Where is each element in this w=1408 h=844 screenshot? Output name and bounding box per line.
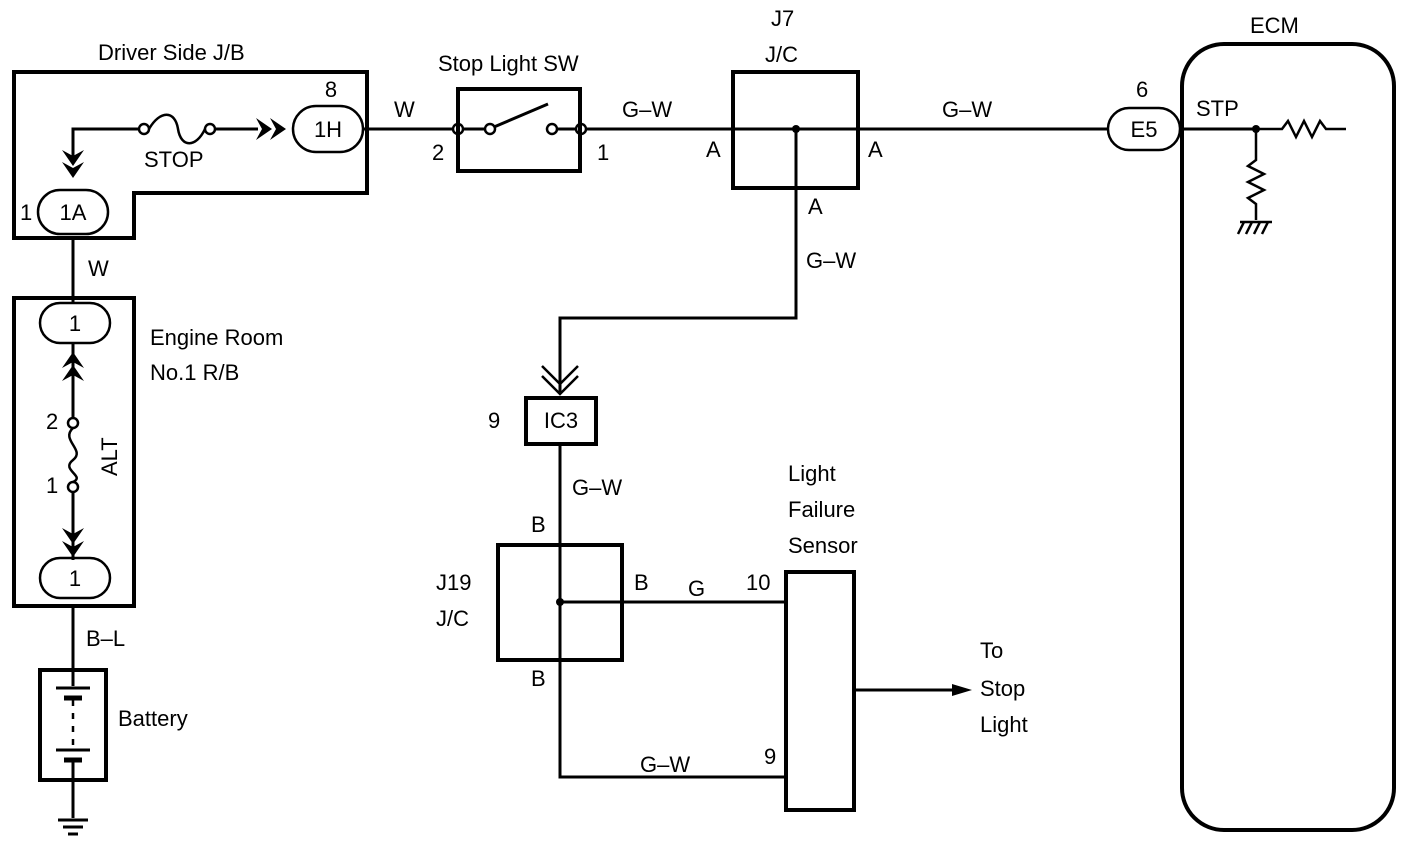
arrow-right-icon bbox=[952, 684, 972, 696]
ecm-connector-pin: 6 bbox=[1136, 77, 1148, 102]
ecm-terminal-stp: STP bbox=[1196, 96, 1239, 121]
stop-light-sw-pin-2: 2 bbox=[432, 140, 444, 165]
j7-subtitle: J/C bbox=[765, 42, 798, 67]
j19-pin-right: B bbox=[634, 570, 649, 595]
ic3-connector: IC3 9 bbox=[488, 396, 598, 446]
ic3-pin: 9 bbox=[488, 408, 500, 433]
stop-fuse-label: STOP bbox=[144, 147, 204, 172]
wire-color-gw-3: G–W bbox=[806, 248, 856, 273]
rb-connector-bottom bbox=[38, 556, 112, 600]
connector-arrow-icon bbox=[541, 365, 579, 396]
stop-light-switch: Stop Light SW 2 1 bbox=[432, 51, 609, 173]
j19-pin-bottom: B bbox=[531, 666, 546, 691]
wire-color-gw-5: G–W bbox=[640, 752, 690, 777]
j7-pin-bottom: A bbox=[808, 194, 823, 219]
j7-junction-connector: J7 J/C A A A bbox=[706, 6, 883, 219]
driver-jb-title: Driver Side J/B bbox=[98, 40, 245, 65]
engine-room-relay-block: Engine Room No.1 R/B 1 2 1 ALT 1 bbox=[12, 296, 283, 608]
j19-junction-connector: B B B J19 J/C bbox=[436, 512, 649, 691]
sensor-title-2: Failure bbox=[788, 497, 855, 522]
connector-1h-pin: 8 bbox=[325, 77, 337, 102]
resistor-icon bbox=[1256, 118, 1346, 140]
battery-label: Battery bbox=[118, 706, 188, 731]
wire-color-w-1: W bbox=[88, 256, 109, 281]
ecm-module: ECM E5 6 STP bbox=[1106, 13, 1396, 832]
sensor-pin-10: 10 bbox=[746, 570, 770, 595]
light-failure-sensor: Light Failure Sensor 10 9 bbox=[746, 461, 858, 812]
alt-fuse-pin-2: 2 bbox=[46, 409, 58, 434]
wire-color-w-2: W bbox=[394, 97, 415, 122]
j19-title: J19 bbox=[436, 570, 471, 595]
ground-icon bbox=[1236, 220, 1272, 235]
wire-color-g: G bbox=[688, 576, 705, 601]
j19-pin-top: B bbox=[531, 512, 546, 537]
wire-color-gw-2: G–W bbox=[942, 97, 992, 122]
sensor-pin-9: 9 bbox=[764, 744, 776, 769]
connector-1a bbox=[36, 188, 110, 236]
engine-room-title-2: No.1 R/B bbox=[150, 360, 239, 385]
wire-color-gw-1: G–W bbox=[622, 97, 672, 122]
j19-subtitle: J/C bbox=[436, 606, 469, 631]
alt-fuse-pin-1: 1 bbox=[46, 473, 58, 498]
ecm-title: ECM bbox=[1250, 13, 1299, 38]
alt-fuse-label: ALT bbox=[97, 437, 122, 476]
sensor-title-3: Sensor bbox=[788, 533, 858, 558]
resistor-icon bbox=[1245, 129, 1267, 220]
j7-title: J7 bbox=[771, 6, 794, 31]
sensor-title-1: Light bbox=[788, 461, 836, 486]
connector-arrow-icon bbox=[62, 528, 84, 557]
rb-connector-top bbox=[38, 301, 112, 345]
connector-arrow-icon bbox=[256, 118, 286, 140]
to-stop-light-2: Stop bbox=[980, 676, 1025, 701]
battery-icon bbox=[38, 668, 108, 782]
connector-arrow-icon bbox=[62, 150, 84, 178]
ecm-connector-label: E5 bbox=[1131, 117, 1158, 142]
engine-room-title-1: Engine Room bbox=[150, 325, 283, 350]
connector-arrow-icon bbox=[62, 352, 84, 381]
to-stop-light-1: To bbox=[980, 638, 1003, 663]
driver-side-junction-block: Driver Side J/B STOP 1H 8 1A 1 bbox=[12, 40, 369, 240]
connector-1h-label: 1H bbox=[314, 117, 342, 142]
stop-light-sw-title: Stop Light SW bbox=[438, 51, 579, 76]
ground-icon bbox=[58, 780, 88, 836]
rb-connector-top-label: 1 bbox=[69, 311, 81, 336]
stop-light-sw-pin-1: 1 bbox=[597, 140, 609, 165]
ic3-label: IC3 bbox=[544, 408, 578, 433]
j7-pin-left: A bbox=[706, 137, 721, 162]
rb-connector-bottom-label: 1 bbox=[69, 566, 81, 591]
wire-color-gw-4: G–W bbox=[572, 475, 622, 500]
j7-pin-right: A bbox=[868, 137, 883, 162]
connector-1a-pin: 1 bbox=[20, 200, 32, 225]
wire-color-b-l: B–L bbox=[86, 626, 125, 651]
to-stop-light-3: Light bbox=[980, 712, 1028, 737]
connector-1a-label: 1A bbox=[60, 200, 87, 225]
